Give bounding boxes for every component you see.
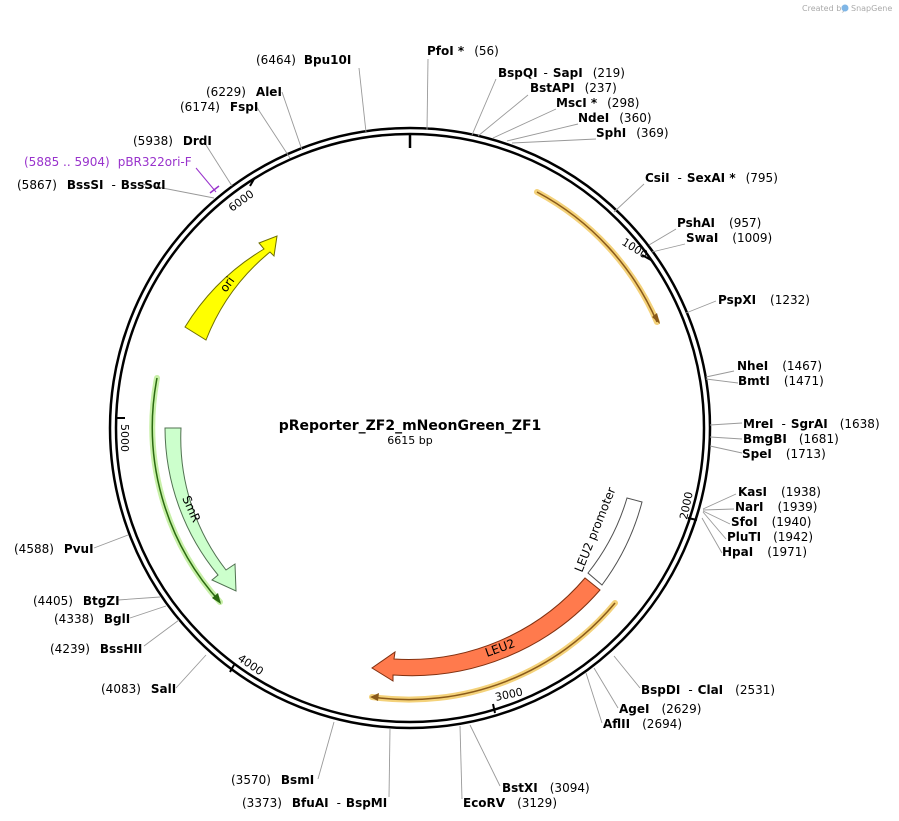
- site-FspI: (6174)FspI: [180, 100, 258, 114]
- primer-label: (5885 .. 5904)pBR322ori-F: [24, 155, 192, 169]
- feature-SmR: [164, 427, 237, 592]
- tick-6000: [249, 178, 255, 187]
- site-BssHII: (4239)BssHII: [50, 642, 142, 656]
- tick-4000: [229, 664, 235, 673]
- site-KasI: KasI(1938): [738, 485, 821, 499]
- feature-LEU2-promoter: [587, 497, 643, 586]
- inner-arc-orange-2: [369, 600, 618, 703]
- site-MreI-SgrAI: MreI-SgrAI(1638): [743, 417, 880, 431]
- primer-connector: [195, 167, 217, 193]
- feature-ori: [184, 235, 278, 341]
- site-SphI: SphI(369): [596, 126, 669, 140]
- tick-marks: [117, 178, 698, 714]
- site-BtgZI: (4405)BtgZI: [33, 594, 120, 608]
- site-BfuAI-BspMI: (3373)BfuAI-BspMI: [242, 796, 387, 810]
- credit-text: Created by: [802, 4, 846, 13]
- site-BstAPI: BstAPI(237): [530, 81, 617, 95]
- site-PluTI: PluTI(1942): [727, 530, 813, 544]
- site-BglI: (4338)BglI: [54, 612, 130, 626]
- plasmid-name: pReporter_ZF2_mNeonGreen_ZF1: [279, 418, 542, 434]
- tick-label-5000: 5000: [118, 424, 131, 452]
- site-BmgBI: BmgBI(1681): [743, 432, 839, 446]
- site-SwaI: SwaI(1009): [686, 231, 772, 245]
- backbone-outer: [108, 126, 712, 730]
- site-SpeI: SpeI(1713): [742, 447, 826, 461]
- site-PshAI: PshAI(957): [677, 216, 761, 230]
- site-SalI: (4083)SalI: [101, 682, 176, 696]
- inner-arc-orange-1: [534, 189, 660, 325]
- site-AflII: AflII(2694): [603, 717, 682, 731]
- tick-2000: [687, 517, 698, 521]
- tick-3000: [492, 703, 496, 714]
- site-BmtI: BmtI(1471): [738, 374, 824, 388]
- site-NarI: NarI(1939): [735, 500, 817, 514]
- site-SfoI: SfoI(1940): [731, 515, 811, 529]
- site-leaders: [93, 58, 743, 800]
- snapgene-logo-icon: [841, 4, 849, 12]
- credit-app: SnapGene: [851, 4, 892, 13]
- site-Bpu10I: (6464)Bpu10I: [256, 53, 351, 67]
- tick-label-3000: 3000: [494, 685, 524, 704]
- site-EcoRV: EcoRV(3129): [463, 796, 557, 810]
- tick-label-6000: 6000: [226, 187, 256, 214]
- site-CsiI-SexAI: CsiI-SexAI *(795): [645, 171, 778, 185]
- inner-arc-green: [149, 375, 223, 605]
- site-PspXI: PspXI(1232): [718, 293, 810, 307]
- site-BspQI-SapI: BspQI-SapI(219): [498, 66, 625, 80]
- site-NheI: NheI(1467): [737, 359, 822, 373]
- site-BspDI-ClaI: BspDI-ClaI(2531): [641, 683, 775, 697]
- plasmid-size: 6615 bp: [387, 434, 432, 447]
- site-BssSI-BssSaI: (5867)BssSI-BssSαI: [17, 178, 166, 192]
- site-BstXI: BstXI(3094): [502, 781, 590, 795]
- site-NdeI: NdeI(360): [578, 111, 652, 125]
- tick-1000: [641, 254, 652, 261]
- site-BsmI: (3570)BsmI: [231, 773, 314, 787]
- feature-LEU2: [371, 577, 601, 682]
- site-PfoI: PfoI *(56): [427, 44, 499, 58]
- primer-marker: [209, 185, 220, 194]
- tick-label-2000: 2000: [677, 491, 696, 521]
- site-MscI: MscI *(298): [556, 96, 639, 110]
- site-PvuI: (4588)PvuI: [14, 542, 94, 556]
- site-AgeI: AgeI(2629): [619, 702, 701, 716]
- site-AleI: (6229)AleI: [206, 85, 282, 99]
- site-HpaI: HpaI(1971): [722, 545, 807, 559]
- site-DrdI: (5938)DrdI: [133, 134, 212, 148]
